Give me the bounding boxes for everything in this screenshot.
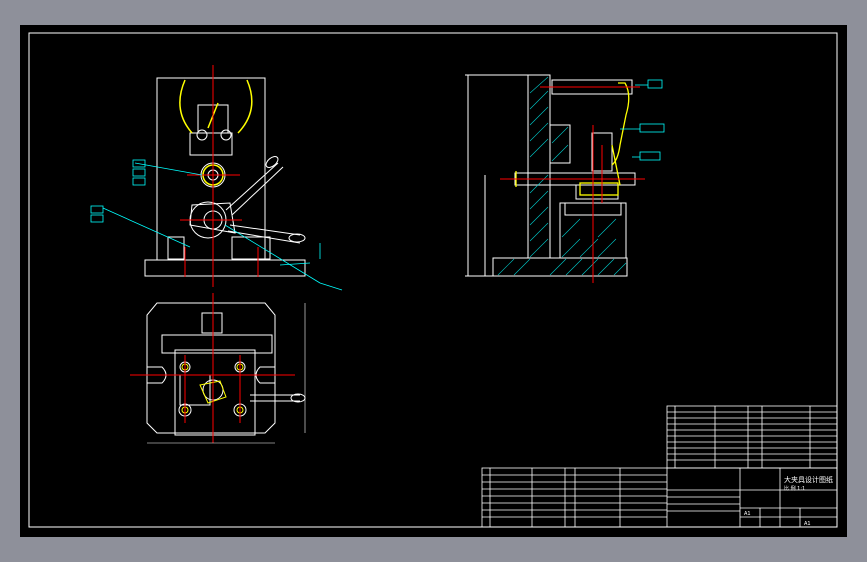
side-section-centerlines [500,86,645,283]
top-view [146,302,306,436]
title-block-scale-label: 比 例 1:1 [784,485,805,492]
title-block-main-label: 大夹具设计图纸 [784,475,833,484]
front-view-centerlines [180,65,259,287]
side-section-hatch [497,76,627,276]
title-block-sheet-a: A1 [744,511,751,517]
front-view-leaders [90,159,343,291]
front-view [144,77,306,277]
title-block [481,467,838,528]
cad-viewport[interactable]: 大夹具设计图纸 比 例 1:1 A1 A1 [20,25,847,537]
parts-list-table [666,405,838,469]
top-view-centerlines [130,293,295,443]
side-section-leaders [620,79,665,161]
drawing-frame [28,32,838,528]
title-block-sheet-b: A1 [804,521,811,527]
top-view-dimensions [147,303,306,444]
